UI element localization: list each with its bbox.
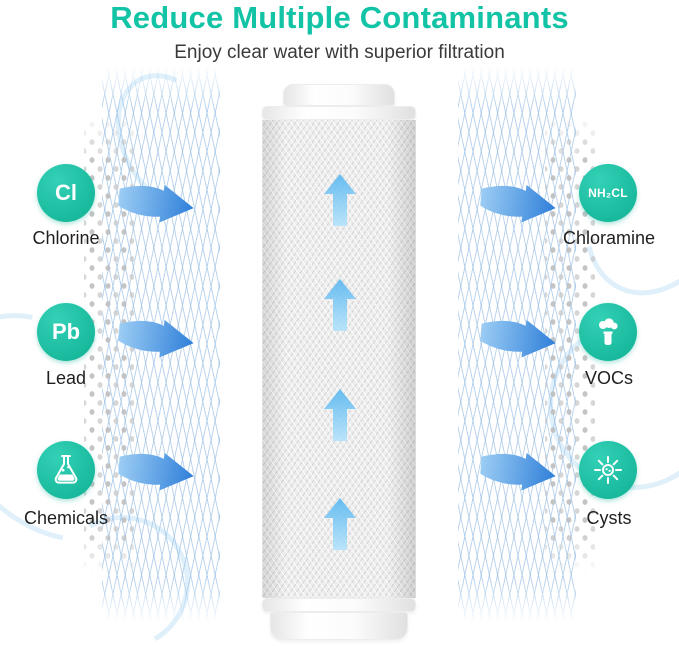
chemicals-label: Chemicals bbox=[23, 508, 109, 528]
vocs-label: VOCs bbox=[584, 368, 633, 388]
cyst-microbe-icon bbox=[594, 456, 622, 484]
lead-label: Lead bbox=[45, 368, 87, 388]
cysts-label: Cysts bbox=[586, 508, 632, 528]
lead-badge: Pb bbox=[37, 303, 95, 361]
flow-arrow-right-icon bbox=[480, 184, 556, 223]
filter-carbon-body bbox=[262, 120, 416, 598]
chlorine-label: Chlorine bbox=[32, 228, 100, 248]
flow-arrow-up-icon bbox=[324, 279, 356, 331]
chloramine-label: Chloramine bbox=[562, 228, 656, 248]
filter-top-collar bbox=[262, 106, 416, 120]
chlorine-badge: Cl bbox=[37, 164, 95, 222]
cysts-badge bbox=[579, 441, 637, 499]
lead-symbol: Pb bbox=[51, 319, 81, 344]
flow-arrow-up-icon bbox=[324, 174, 356, 226]
flow-arrow-right-icon bbox=[118, 452, 194, 491]
page-title: Reduce Multiple Contaminants bbox=[110, 0, 569, 35]
vocs-badge bbox=[579, 303, 637, 361]
flow-arrow-right-icon bbox=[480, 452, 556, 491]
voc-vapor-icon bbox=[599, 318, 618, 345]
flow-arrow-right-icon bbox=[480, 319, 556, 358]
filter-bottom-ring bbox=[262, 598, 416, 612]
flow-arrow-up-icon bbox=[324, 389, 356, 441]
chemicals-badge bbox=[37, 441, 95, 499]
chlorine-symbol: Cl bbox=[55, 180, 77, 205]
flask-icon bbox=[54, 455, 78, 484]
filter-bottom-cap bbox=[270, 612, 408, 640]
flow-arrow-up-icon bbox=[324, 498, 356, 550]
filter-top-cap bbox=[283, 84, 395, 106]
flow-arrow-right-icon bbox=[118, 184, 194, 223]
chloramine-symbol: NH₂CL bbox=[588, 186, 628, 200]
filter-cartridge bbox=[262, 84, 416, 640]
chloramine-badge: NH₂CL bbox=[579, 164, 637, 222]
flow-arrow-right-icon bbox=[118, 319, 194, 358]
page-subtitle: Enjoy clear water with superior filtrati… bbox=[174, 42, 505, 63]
